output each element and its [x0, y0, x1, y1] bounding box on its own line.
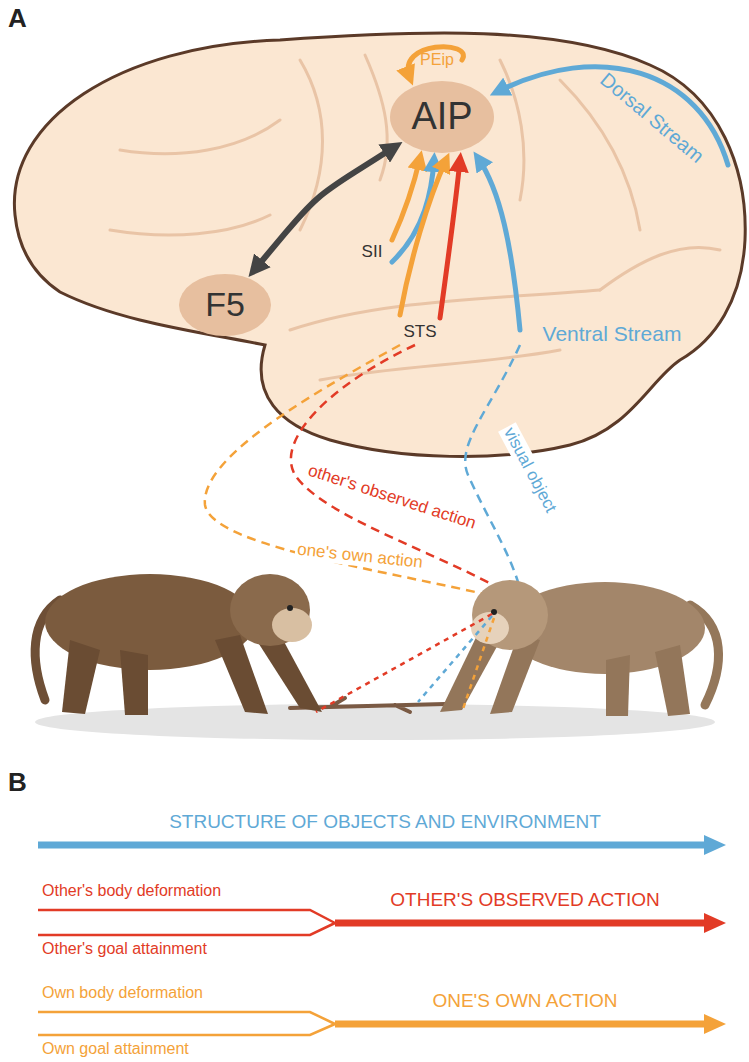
art-part — [287, 605, 293, 611]
panel-letter: B — [6, 768, 29, 798]
art-part — [38, 1012, 335, 1035]
stream-label: Dorsal Stream — [594, 67, 710, 169]
art-part — [335, 1021, 708, 1028]
art-part — [440, 160, 460, 318]
art-part — [14, 33, 745, 457]
component-label: Own goal attainment — [40, 1040, 191, 1058]
brain-outline — [14, 33, 745, 457]
art-part — [120, 650, 148, 715]
pathway-label: other's observed action — [304, 460, 481, 534]
art-part — [215, 635, 268, 714]
art-part — [291, 345, 518, 600]
component-label: Own body deformation — [40, 984, 205, 1002]
brain-area-aip: AIP — [390, 81, 494, 153]
area-name: AIP — [411, 96, 472, 138]
art-part — [320, 350, 560, 380]
panel-b-arrows — [38, 835, 726, 1035]
art-part — [704, 913, 726, 933]
art-part — [400, 160, 446, 315]
art-part — [335, 920, 708, 927]
art-part — [316, 614, 492, 712]
art-part — [300, 60, 323, 230]
panel-letter: A — [6, 4, 29, 34]
art-part — [62, 640, 100, 714]
stream-heading: OTHER'S OBSERVED ACTION — [388, 889, 661, 911]
art-part — [600, 247, 720, 290]
dashed-links — [205, 345, 522, 603]
pathway-label: one's own action — [294, 539, 425, 572]
art-part — [704, 835, 726, 855]
gaze-lines — [316, 614, 494, 712]
component-label: Other's body deformation — [40, 882, 223, 900]
area-label: PEip — [418, 51, 456, 69]
art-part — [365, 55, 387, 180]
area-name: F5 — [205, 286, 245, 323]
monkey-left — [35, 574, 322, 715]
pathway-label: visual object — [498, 422, 561, 517]
art-part — [465, 345, 522, 598]
art-part — [110, 215, 270, 235]
art-part — [472, 580, 548, 650]
brain-area-f5: F5 — [179, 274, 271, 336]
art-part — [38, 842, 708, 849]
art-part — [462, 618, 494, 712]
art-part — [272, 608, 312, 642]
stream-heading: ONE'S OWN ACTION — [430, 990, 619, 1012]
art-part — [606, 655, 630, 716]
component-label: Other's goal attainment — [40, 940, 209, 958]
art-part — [704, 1014, 726, 1034]
sulci — [110, 55, 720, 380]
stream-label: Ventral Stream — [541, 322, 684, 346]
art-part — [478, 158, 520, 330]
area-label: SII — [360, 242, 385, 262]
connection-arrow — [254, 147, 395, 271]
art-part — [38, 910, 335, 935]
art-part — [655, 645, 690, 716]
area-label: STS — [401, 322, 438, 342]
monkey-right — [440, 580, 719, 716]
art-part — [408, 47, 463, 78]
art-part — [120, 120, 280, 154]
stream-heading: STRUCTURE OF OBJECTS AND ENVIRONMENT — [167, 811, 603, 833]
art-part — [205, 345, 520, 603]
